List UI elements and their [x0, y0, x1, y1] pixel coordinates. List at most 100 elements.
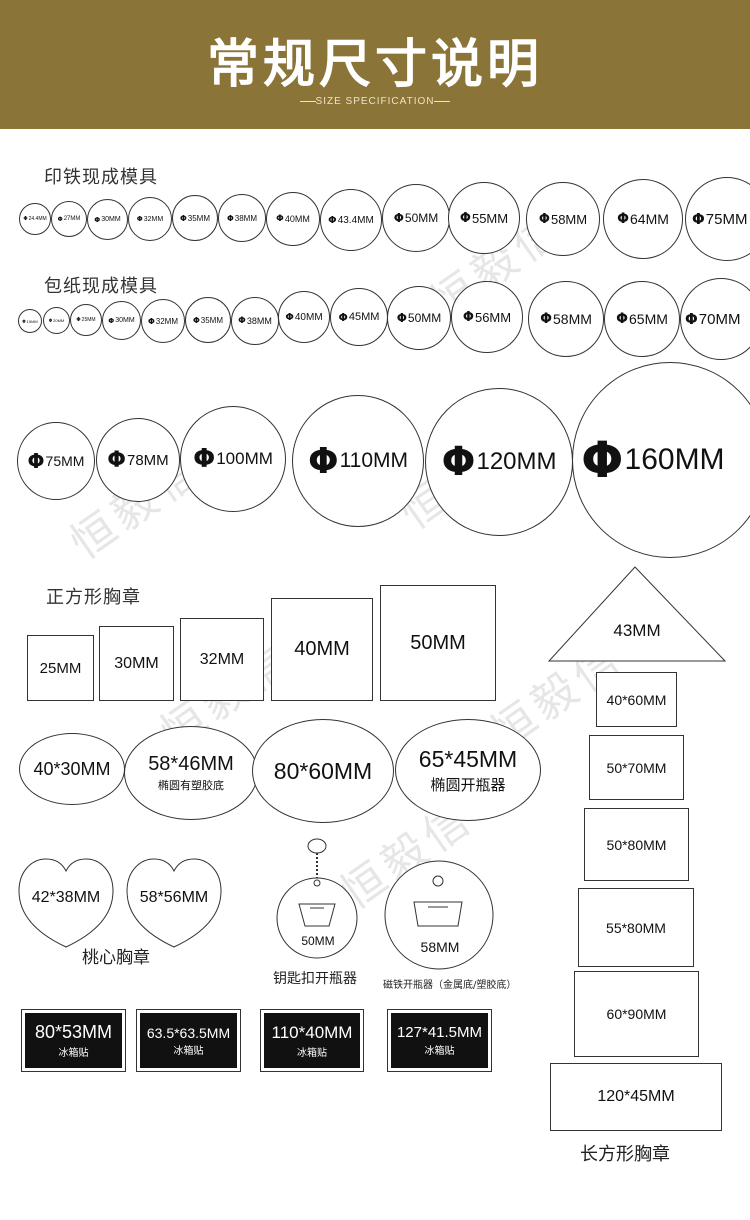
- phi-symbol: Φ: [238, 316, 246, 326]
- phi-symbol: Φ: [22, 318, 26, 324]
- size-label: 160MM: [624, 443, 725, 476]
- size-note: 椭圆有塑胶底: [158, 779, 224, 792]
- size-label: 80*60MM: [273, 757, 373, 784]
- phi-symbol: Φ: [396, 311, 407, 325]
- size-note: 椭圆开瓶器: [430, 775, 506, 794]
- phi-symbol: Φ: [338, 310, 348, 324]
- phi-symbol: Φ: [226, 213, 234, 223]
- size-label: 55MM: [471, 210, 509, 226]
- page-title: 常规尺寸说明: [206, 35, 543, 95]
- rect-badge: 40*60MM: [596, 672, 677, 727]
- size-label: 30MM: [114, 654, 159, 672]
- size-label: 60*90MM: [606, 1006, 667, 1022]
- oval-badge: 40*30MM: [19, 733, 125, 805]
- heart-badge: [18, 858, 114, 948]
- rect-badge: 60*90MM: [574, 971, 699, 1057]
- size-note: 冰箱贴: [58, 1048, 89, 1059]
- magnet-opener: [384, 860, 494, 970]
- header-divider-right: [434, 101, 450, 102]
- square-badge: 25MM: [27, 635, 94, 701]
- oval-badge: 58*46MM 椭圆有塑胶底: [124, 726, 258, 820]
- phi-symbol: Φ: [94, 215, 101, 224]
- square-badge: 50MM: [380, 585, 496, 701]
- size-label: 120MM: [476, 448, 557, 475]
- phi-symbol: Φ: [57, 215, 63, 223]
- size-label: 58*46MM: [148, 753, 234, 775]
- square-badge: 32MM: [180, 618, 264, 701]
- size-label: 127*41.5MM: [396, 1024, 483, 1041]
- square-badge: 40MM: [271, 598, 373, 701]
- phi-symbol: Φ: [108, 316, 115, 325]
- square-badge: 30MM: [99, 626, 174, 701]
- size-label: 30MM: [101, 216, 121, 223]
- size-label: 50MM: [410, 631, 466, 654]
- triangle-size-label: 43MM: [613, 621, 661, 640]
- oval-badge: 80*60MM: [252, 719, 394, 823]
- size-label: 110MM: [339, 449, 409, 472]
- size-label: 35MM: [200, 315, 224, 325]
- phi-symbol: Φ: [538, 211, 550, 227]
- page-subtitle: SIZE SPECIFICATION: [315, 96, 435, 107]
- size-note: 冰箱贴: [173, 1045, 204, 1057]
- size-label: 70MM: [698, 310, 741, 328]
- size-note: 冰箱贴: [297, 1047, 327, 1059]
- size-label: 40MM: [294, 638, 350, 660]
- triangle-badge: [547, 566, 727, 662]
- phi-symbol: Φ: [581, 431, 624, 489]
- phi-symbol: Φ: [692, 210, 705, 228]
- phi-symbol: Φ: [107, 447, 126, 473]
- size-label: 50*80MM: [606, 836, 667, 853]
- size-label: 32MM: [199, 650, 245, 668]
- size-label: 65MM: [629, 311, 668, 327]
- section-label-heart: 桃心胸章: [82, 948, 150, 968]
- size-label: 32MM: [143, 215, 164, 223]
- section-label-tinplate: 印铁现成模具: [44, 167, 158, 188]
- keychain-opener: [276, 838, 358, 959]
- size-label: 15MM: [26, 318, 38, 324]
- size-label: 50*70MM: [606, 759, 667, 776]
- opener-size-label: 58MM: [420, 939, 460, 955]
- phi-symbol: Φ: [441, 439, 476, 485]
- phi-symbol: Φ: [27, 449, 45, 473]
- size-label: 43.4MM: [337, 214, 374, 226]
- phi-symbol: Φ: [192, 315, 200, 325]
- size-label: 75MM: [45, 453, 85, 469]
- size-label: 40MM: [284, 214, 310, 224]
- size-label: 32MM: [155, 316, 179, 326]
- phi-symbol: Φ: [459, 210, 471, 226]
- heart-size-label: 58*56MM: [139, 889, 209, 906]
- phi-symbol: Φ: [462, 309, 474, 325]
- phi-symbol: Φ: [393, 211, 404, 225]
- header-banner: 常规尺寸说明 SIZE SPECIFICATION: [0, 0, 750, 129]
- size-label: 64MM: [630, 211, 669, 227]
- phi-symbol: Φ: [276, 214, 284, 224]
- size-label: 40*60MM: [606, 691, 667, 708]
